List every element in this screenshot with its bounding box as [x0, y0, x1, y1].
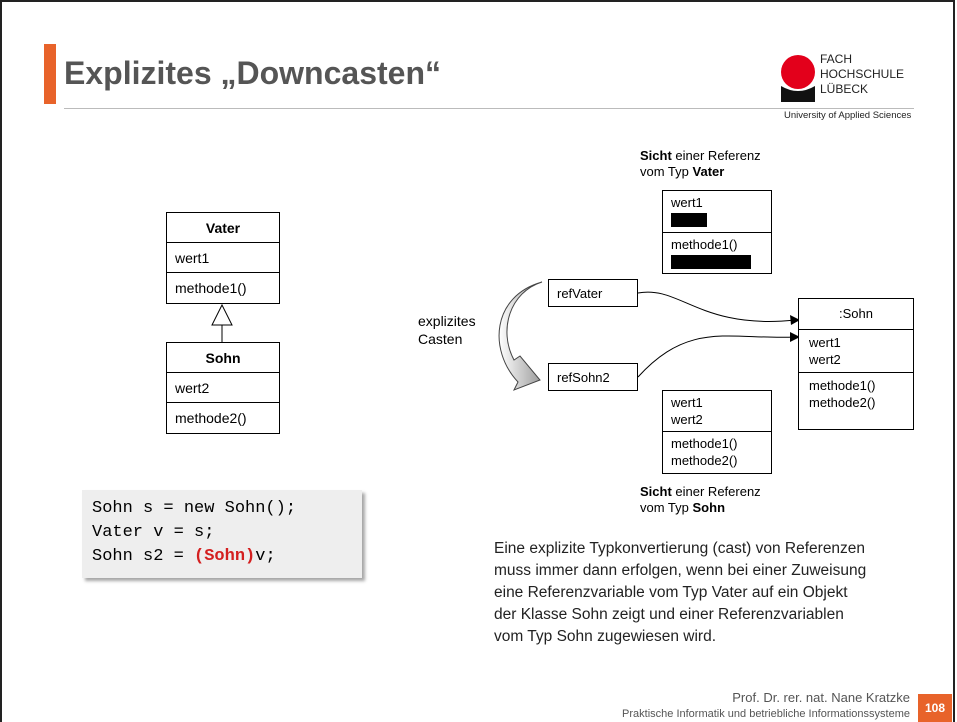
cast-arrow-icon — [498, 281, 543, 391]
university-logo-icon — [781, 55, 815, 102]
sohn-view-attr-2: wert2 — [671, 412, 703, 427]
logo-line-3: LÜBECK — [820, 82, 869, 96]
sohn-caption-prefix: vom Typ — [640, 500, 693, 515]
sohn-view-attr-1: wert1 — [671, 395, 703, 410]
code-line-3-prefix: Sohn s2 = — [92, 547, 195, 566]
code-line-3: Sohn s2 = (Sohn)v; — [92, 545, 362, 569]
class-name-sohn: Sohn — [167, 343, 279, 373]
title-divider — [64, 108, 914, 109]
class-method-methode1: methode1() — [175, 280, 247, 296]
cast-label: explizites Casten — [418, 312, 476, 348]
ref-sohn2-pointer — [637, 335, 796, 378]
title-accent-bar — [44, 44, 56, 104]
hidden-attribute-block — [671, 213, 707, 227]
hidden-method-block — [671, 255, 751, 269]
ref-vater-box: refVater — [548, 279, 638, 307]
class-attribute-wert1: wert1 — [167, 243, 279, 273]
vater-caption-bold: Sicht — [640, 148, 672, 163]
footer-author: Prof. Dr. rer. nat. Nane Kratzke — [732, 690, 910, 705]
uml-class-sohn: Sohn wert2 methode2() — [166, 342, 280, 434]
vater-view-method: methode1() — [671, 237, 738, 252]
sohn-caption-bold: Sicht — [640, 484, 672, 499]
vater-caption-prefix: vom Typ — [640, 164, 693, 179]
sohn-view-methods: methode1() methode2() — [663, 431, 771, 472]
sohn-object-attr-2: wert2 — [809, 352, 841, 367]
sohn-object-attributes: wert1 wert2 — [799, 330, 913, 372]
slide-title: Explizites „Downcasten“ — [64, 55, 441, 91]
vater-view-attr: wert1 — [671, 195, 703, 210]
vater-view-caption: Sicht einer Referenz vom Typ Vater — [640, 148, 761, 180]
vater-caption-type: Vater — [692, 164, 725, 179]
code-cast-highlight: (Sohn) — [194, 547, 256, 566]
sohn-object-method-1: methode1() — [809, 378, 876, 393]
explanation-paragraph: Eine explizite Typkonvertierung (cast) v… — [494, 540, 867, 645]
vater-view-box: wert1 methode1() — [662, 190, 772, 274]
code-line-3-suffix: v; — [255, 547, 276, 566]
sohn-object-box: :Sohn wert1 wert2 methode1() methode2() — [798, 298, 914, 430]
code-line-2: Vater v = s; — [92, 523, 215, 542]
sohn-view-caption: Sicht einer Referenz vom Typ Sohn — [640, 484, 761, 516]
sohn-caption-rest: einer Referenz — [671, 484, 761, 499]
code-line-1: Sohn s = new Sohn(); — [92, 499, 297, 518]
cast-label-line-2: Casten — [418, 331, 463, 347]
sohn-view-method-2: methode2() — [671, 453, 738, 468]
logo-subtitle: University of Applied Sciences — [784, 110, 912, 121]
uml-class-vater: Vater wert1 methode1() — [166, 212, 280, 304]
logo-line-2: HOCHSCHULE — [820, 67, 905, 81]
sohn-view-method-1: methode1() — [671, 436, 738, 451]
cast-label-line-1: explizites — [418, 313, 476, 329]
sohn-view-box: wert1 wert2 methode1() methode2() — [662, 390, 772, 474]
vater-caption-rest: einer Referenz — [671, 148, 761, 163]
vater-view-attributes: wert1 — [663, 191, 771, 232]
class-attribute-wert2: wert2 — [167, 373, 279, 403]
logo-wordmark: FACH HOCHSCHULE LÜBECK — [820, 52, 904, 97]
vater-view-methods: methode1() — [663, 232, 771, 274]
class-name-vater: Vater — [167, 213, 279, 243]
sohn-view-attributes: wert1 wert2 — [663, 391, 771, 431]
class-method-methode2: methode2() — [175, 410, 247, 426]
sohn-object-method-2: methode2() — [809, 395, 876, 410]
sohn-object-methods: methode1() methode2() — [799, 372, 913, 415]
ref-vater-pointer — [637, 291, 796, 322]
sohn-object-header: :Sohn — [799, 299, 913, 330]
ref-sohn2-box: refSohn2 — [548, 363, 638, 391]
logo-line-1: FACH — [820, 52, 853, 66]
footer-department: Praktische Informatik und betriebliche I… — [622, 708, 910, 720]
sohn-caption-type: Sohn — [692, 500, 726, 515]
code-snippet: Sohn s = new Sohn(); Vater v = s; Sohn s… — [82, 490, 362, 578]
sohn-object-attr-1: wert1 — [809, 335, 841, 350]
page-number-badge: 108 — [918, 694, 952, 722]
